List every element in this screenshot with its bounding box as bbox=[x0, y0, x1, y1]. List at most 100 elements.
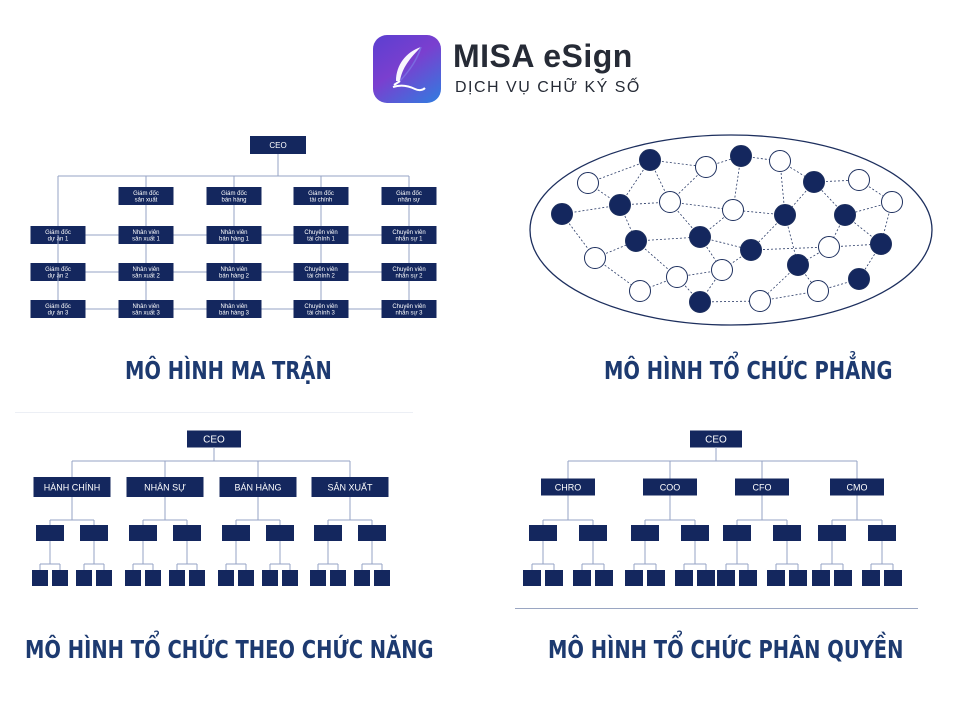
functional-department-box bbox=[33, 477, 111, 497]
functional-leaf-unit-box bbox=[96, 570, 112, 586]
divider-bottom-right bbox=[515, 608, 918, 609]
network-node-hollow bbox=[769, 150, 791, 172]
divisional-root-box bbox=[690, 430, 742, 448]
network-node-filled bbox=[689, 226, 711, 248]
matrix-cell-label: Chuyên viên bbox=[304, 304, 337, 310]
functional-root-label: CEO bbox=[203, 435, 225, 446]
matrix-cell-box bbox=[118, 226, 174, 244]
divisional-department-box bbox=[541, 478, 595, 496]
matrix-cell-label: Chuyên viên bbox=[392, 267, 425, 273]
divisional-leaf-unit-box bbox=[625, 570, 643, 586]
matrix-cell-label: Nhân viên bbox=[220, 230, 247, 236]
matrix-cell-label: bán hàng 3 bbox=[219, 310, 250, 316]
matrix-director-label: Giám đốc bbox=[396, 191, 422, 197]
matrix-director-box bbox=[381, 187, 437, 205]
network-node-filled bbox=[803, 171, 825, 193]
divisional-leaf-unit-box bbox=[789, 570, 807, 586]
network-link bbox=[817, 278, 860, 292]
divisional-department-label: COO bbox=[660, 483, 681, 493]
divisional-leaf-unit-box bbox=[523, 570, 541, 586]
matrix-director-label: tài chính bbox=[310, 197, 333, 203]
divisional-leaf-unit-box bbox=[884, 570, 902, 586]
network-link bbox=[699, 209, 734, 238]
functional-leaf-unit-box bbox=[52, 570, 68, 586]
functional-sub-unit-box bbox=[358, 525, 386, 541]
divider-top-left bbox=[15, 412, 413, 413]
matrix-director-label: nhân sự bbox=[398, 197, 420, 203]
functional-sub-unit-box bbox=[173, 525, 201, 541]
matrix-director-box bbox=[206, 187, 262, 205]
functional-department-label: HÀNH CHÍNH bbox=[44, 483, 101, 493]
network-node-filled bbox=[639, 149, 661, 171]
flat-network-diagram bbox=[529, 134, 933, 326]
functional-sub-unit-box bbox=[266, 525, 294, 541]
functional-leaf-unit-box bbox=[282, 570, 298, 586]
divisional-sub-unit-box bbox=[631, 525, 659, 541]
divisional-leaf-unit-box bbox=[545, 570, 563, 586]
matrix-cell-box bbox=[293, 300, 349, 318]
matrix-cell-label: Chuyên viên bbox=[392, 230, 425, 236]
network-node-hollow bbox=[818, 236, 840, 258]
network-node-filled bbox=[834, 204, 856, 226]
matrix-cell-label: sản xuất 2 bbox=[132, 273, 160, 279]
matrix-ceo-label: CEO bbox=[269, 141, 286, 150]
matrix-cell-label: tài chính 3 bbox=[307, 310, 335, 316]
matrix-cell-label: Nhân viên bbox=[132, 230, 159, 236]
divisional-leaf-unit-box bbox=[834, 570, 852, 586]
network-link bbox=[587, 159, 651, 184]
divisional-sub-unit-box bbox=[579, 525, 607, 541]
divisional-department-label: CFO bbox=[753, 483, 772, 493]
matrix-project-label: dự án 3 bbox=[48, 310, 69, 316]
divisional-caption: MÔ HÌNH TỔ CHỨC PHÂN QUYỀN bbox=[548, 635, 904, 664]
network-node-hollow bbox=[848, 169, 870, 191]
network-node-hollow bbox=[881, 191, 903, 213]
network-node-filled bbox=[625, 230, 647, 252]
matrix-ceo-box bbox=[250, 136, 306, 154]
network-link bbox=[750, 246, 830, 251]
divisional-sub-unit-box bbox=[818, 525, 846, 541]
matrix-cell-label: bán hàng 1 bbox=[219, 236, 250, 242]
matrix-cell-box bbox=[206, 300, 262, 318]
network-node-filled bbox=[787, 254, 809, 276]
matrix-cell-label: bán hàng 2 bbox=[219, 273, 250, 279]
functional-leaf-unit-box bbox=[310, 570, 326, 586]
matrix-cell-box bbox=[381, 300, 437, 318]
functional-leaf-unit-box bbox=[262, 570, 278, 586]
divisional-leaf-unit-box bbox=[573, 570, 591, 586]
flat-caption: MÔ HÌNH TỔ CHỨC PHẲNG bbox=[604, 356, 893, 385]
divisional-leaf-unit-box bbox=[739, 570, 757, 586]
divisional-leaf-unit-box bbox=[675, 570, 693, 586]
network-link bbox=[858, 243, 882, 280]
matrix-cell-box bbox=[206, 226, 262, 244]
functional-leaf-unit-box bbox=[169, 570, 185, 586]
network-node-filled bbox=[740, 239, 762, 261]
network-node-hollow bbox=[584, 247, 606, 269]
matrix-cell-label: nhân sự 3 bbox=[395, 310, 423, 316]
matrix-cell-box bbox=[293, 226, 349, 244]
divisional-leaf-unit-box bbox=[647, 570, 665, 586]
functional-leaf-unit-box bbox=[189, 570, 205, 586]
functional-department-box bbox=[311, 477, 389, 497]
functional-department-label: BÁN HÀNG bbox=[234, 483, 281, 493]
matrix-cell-label: Chuyên viên bbox=[392, 304, 425, 310]
matrix-director-box bbox=[118, 187, 174, 205]
matrix-cell-label: Chuyên viên bbox=[304, 230, 337, 236]
matrix-director-label: sản xuất bbox=[135, 197, 158, 203]
feather-quill-icon bbox=[392, 46, 426, 92]
functional-leaf-unit-box bbox=[76, 570, 92, 586]
divisional-leaf-unit-box bbox=[812, 570, 830, 586]
divisional-leaf-unit-box bbox=[862, 570, 880, 586]
functional-leaf-unit-box bbox=[125, 570, 141, 586]
divisional-sub-unit-box bbox=[681, 525, 709, 541]
matrix-director-label: bán hàng bbox=[221, 197, 246, 203]
network-node-hollow bbox=[666, 266, 688, 288]
matrix-director-label: Giám đốc bbox=[308, 191, 334, 197]
matrix-director-box bbox=[293, 187, 349, 205]
brand-name: MISA eSign bbox=[453, 38, 633, 74]
network-ellipse bbox=[529, 134, 933, 326]
divisional-sub-unit-box bbox=[723, 525, 751, 541]
network-node-hollow bbox=[722, 199, 744, 221]
divisional-department-label: CMO bbox=[847, 483, 868, 493]
network-node-filled bbox=[774, 204, 796, 226]
